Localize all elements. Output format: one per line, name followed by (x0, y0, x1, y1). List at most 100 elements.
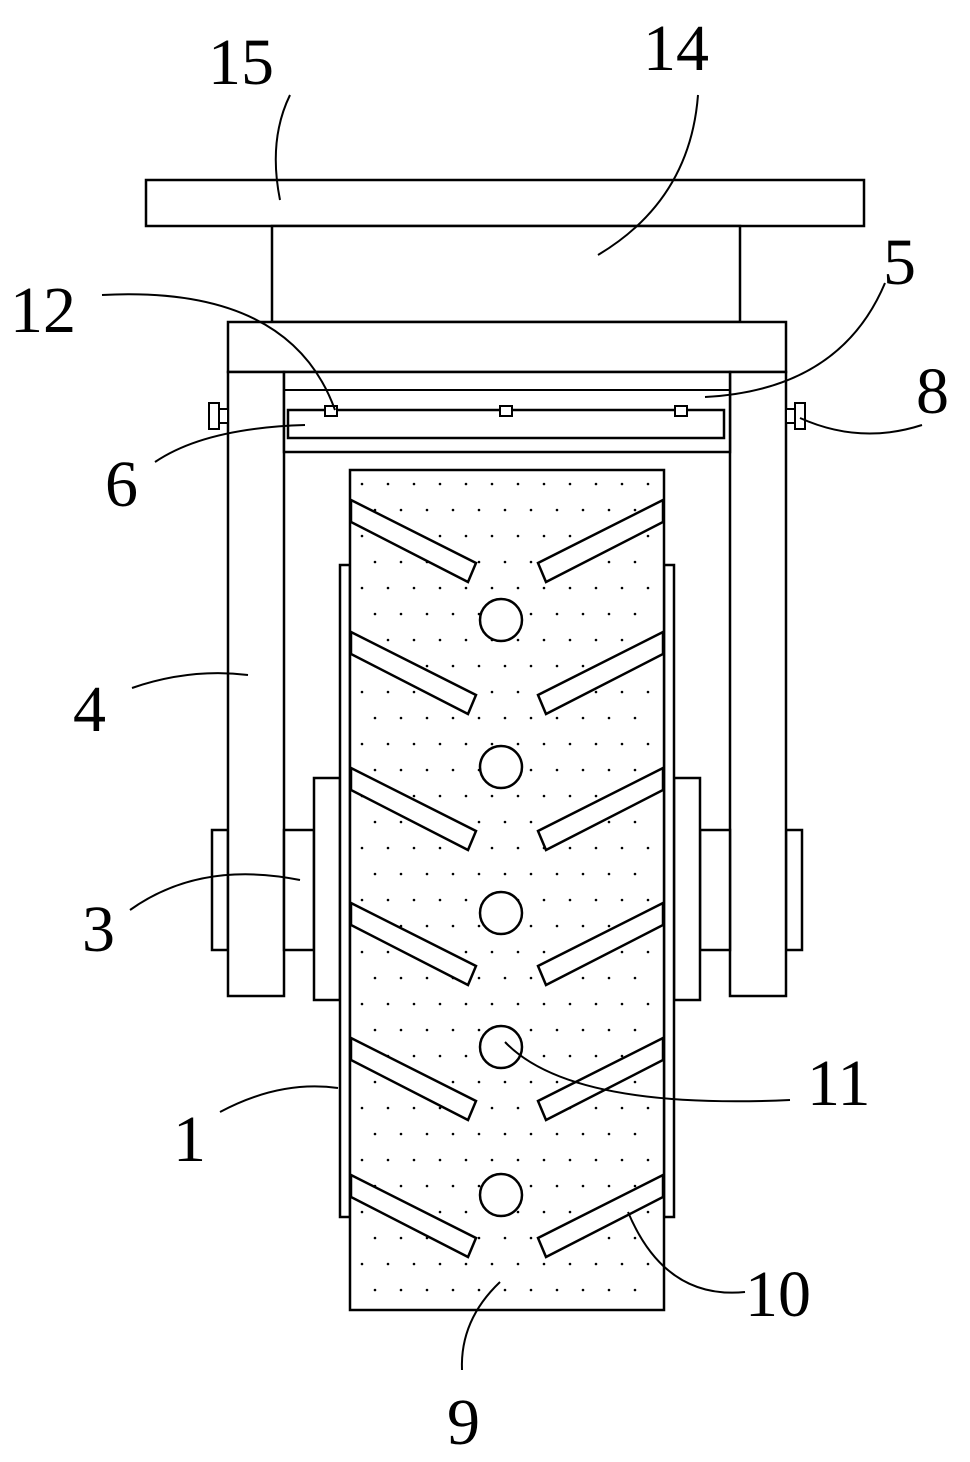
tread-holes (478, 597, 524, 1218)
tire-dot (646, 586, 650, 590)
tire-dot (594, 1158, 598, 1162)
tire-dot (360, 690, 364, 694)
tire-dot (464, 1210, 468, 1214)
tire-dot (555, 1080, 559, 1084)
tire-dot (399, 612, 403, 616)
tire-dot (438, 1158, 442, 1162)
tire-dot (477, 1236, 481, 1240)
tire-dot (646, 482, 650, 486)
tire-dot (490, 742, 494, 746)
tire-dot (594, 846, 598, 850)
tire-dot (646, 950, 650, 954)
tire-dot (555, 1132, 559, 1136)
tire-dot (373, 1236, 377, 1240)
tire-dot (412, 1002, 416, 1006)
tire-dot (503, 1236, 507, 1240)
tire-dot (464, 1002, 468, 1006)
tire-dot (399, 716, 403, 720)
tire-dot (516, 534, 520, 538)
tire-dot (542, 534, 546, 538)
tire-dot (620, 950, 624, 954)
tire-dot (516, 950, 520, 954)
tire-dot (607, 508, 611, 512)
tire-dot (620, 1054, 624, 1058)
tire-dot (568, 846, 572, 850)
tire-dot (646, 1002, 650, 1006)
tread-block-left-1 (349, 497, 478, 584)
tire-dot (529, 820, 533, 824)
tire-dot (633, 1132, 637, 1136)
tire-dot (490, 1158, 494, 1162)
tire-dot (568, 534, 572, 538)
tire-dot (386, 1106, 390, 1110)
tire-dot (412, 638, 416, 642)
tire-dot (620, 482, 624, 486)
tread-block-right-2 (536, 629, 665, 716)
tire-dot (438, 1054, 442, 1058)
tire-dot (477, 872, 481, 876)
tire-dot (451, 872, 455, 876)
bolt-left (208, 402, 220, 430)
tire-dot (607, 1236, 611, 1240)
label-1: 1 (173, 1103, 206, 1176)
tire-dot (516, 1002, 520, 1006)
tire-dot (646, 1210, 650, 1214)
tire-dot (581, 976, 585, 980)
left-outer-hub (210, 828, 230, 952)
tire-dot (620, 1106, 624, 1110)
tire-dot (529, 976, 533, 980)
tire-dot (490, 1106, 494, 1110)
tire-dot (594, 586, 598, 590)
tire-dot (581, 1132, 585, 1136)
tire-dot (386, 690, 390, 694)
tire-dot (490, 690, 494, 694)
tire-dot (633, 1288, 637, 1292)
tire-dot (477, 1028, 481, 1032)
tire-dot (646, 1262, 650, 1266)
label-10: 10 (745, 1258, 811, 1331)
tire-dot (633, 976, 637, 980)
tire-dot (542, 586, 546, 590)
tire-dot (373, 1028, 377, 1032)
tire-dot (581, 872, 585, 876)
tire-dot (412, 1158, 416, 1162)
tire-dot (438, 898, 442, 902)
small-block-3 (674, 405, 688, 417)
tire-dot (503, 820, 507, 824)
tire-dot (412, 898, 416, 902)
tire-dot (529, 1132, 533, 1136)
tire-dot (633, 820, 637, 824)
tread-block-right-4 (536, 900, 665, 987)
tire-dot (399, 1132, 403, 1136)
tread-hole-3 (478, 890, 524, 936)
label-12: 12 (10, 274, 76, 347)
tire-dot (451, 1184, 455, 1188)
tire-dot (477, 508, 481, 512)
tire-dot (607, 612, 611, 616)
tire-dot (464, 794, 468, 798)
tire-dot (542, 794, 546, 798)
tire-dot (607, 872, 611, 876)
tire-dot (633, 1028, 637, 1032)
tire-dot (386, 482, 390, 486)
tire-dot (607, 1184, 611, 1188)
tire-dot (542, 482, 546, 486)
tire-dot (555, 1028, 559, 1032)
tire-dot (386, 846, 390, 850)
tire-dot (373, 1288, 377, 1292)
tire-dot (412, 586, 416, 590)
tire-dot (503, 716, 507, 720)
tire-dot (594, 1054, 598, 1058)
tire-dot (516, 638, 520, 642)
tire-dot (386, 1002, 390, 1006)
tire-dot (503, 560, 507, 564)
tire-dot (529, 1028, 533, 1032)
label-11: 11 (807, 1047, 871, 1120)
tire-dot (555, 768, 559, 772)
tire-dot (620, 1158, 624, 1162)
tire-dot (594, 898, 598, 902)
tire-dot (646, 690, 650, 694)
label-14: 14 (643, 12, 709, 85)
tire-dot (503, 1132, 507, 1136)
leader-8 (799, 417, 923, 435)
